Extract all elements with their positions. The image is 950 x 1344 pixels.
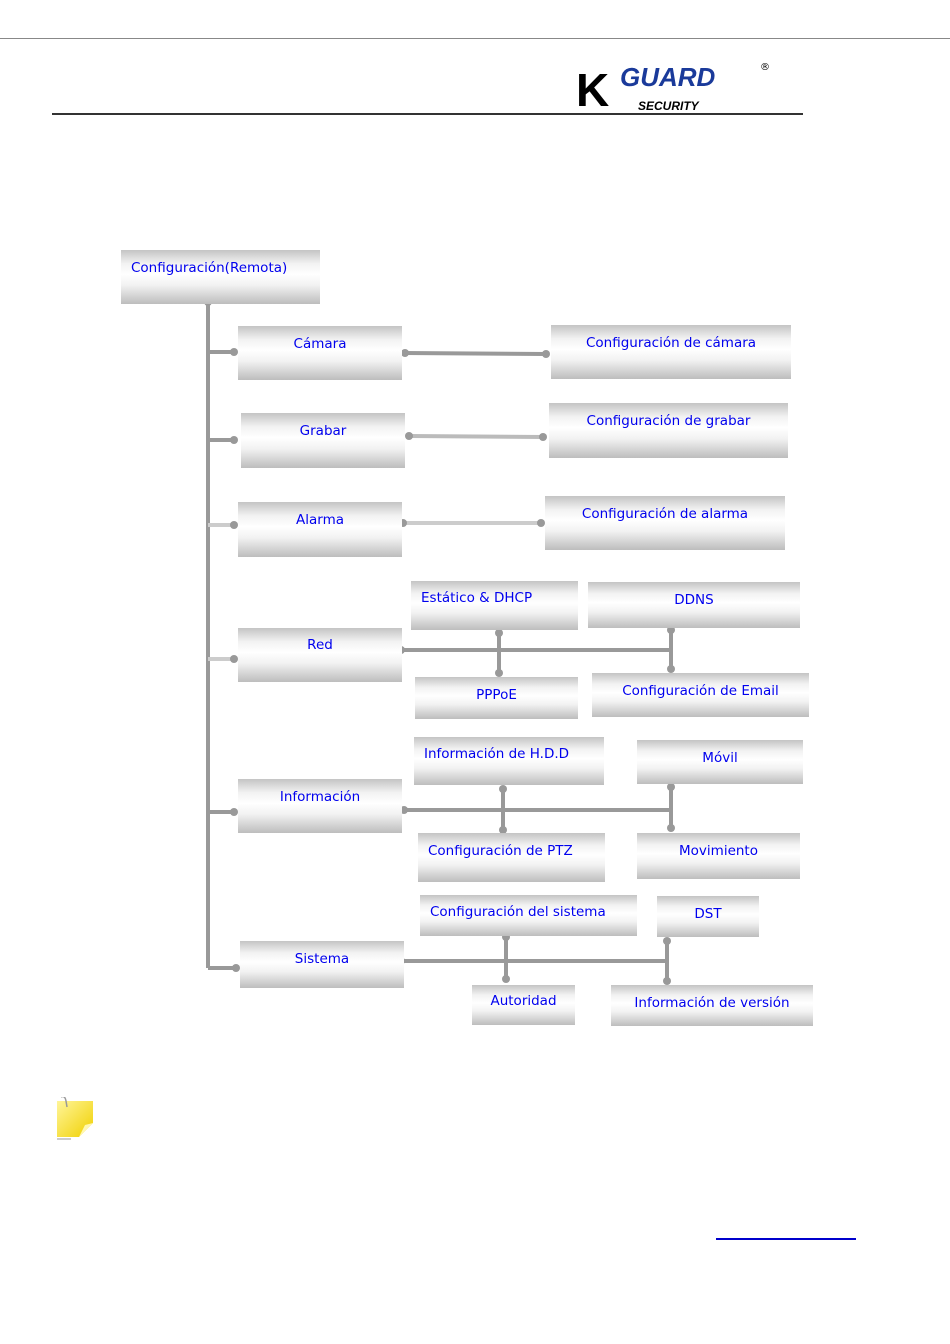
node-estatico-dhcp: Estático & DHCP bbox=[411, 581, 578, 630]
node-alarma: Alarma bbox=[238, 502, 402, 557]
node-info-hdd: Información de H.D.D bbox=[414, 737, 604, 785]
header-rule bbox=[52, 113, 803, 115]
svg-text:K: K bbox=[576, 64, 609, 114]
node-grabar: Grabar bbox=[241, 413, 405, 468]
node-red: Red bbox=[238, 628, 402, 682]
node-config-sistema: Configuración del sistema bbox=[420, 895, 637, 936]
node-dst: DST bbox=[657, 896, 759, 937]
svg-text:SECURITY: SECURITY bbox=[638, 99, 700, 113]
node-autoridad: Autoridad bbox=[472, 985, 575, 1025]
node-pppoe: PPPoE bbox=[415, 677, 578, 719]
top-divider bbox=[0, 38, 950, 39]
footer-link-underline[interactable] bbox=[716, 1238, 856, 1240]
node-config-alarma: Configuración de alarma bbox=[545, 496, 785, 550]
node-configuracion-remota: Configuración(Remota) bbox=[121, 250, 320, 304]
kguard-logo: K GUARD SECURITY ® bbox=[576, 60, 771, 116]
node-sistema: Sistema bbox=[240, 941, 404, 988]
node-movimiento: Movimiento bbox=[637, 833, 800, 879]
svg-text:GUARD: GUARD bbox=[620, 62, 716, 92]
node-config-grabar: Configuración de grabar bbox=[549, 403, 788, 458]
svg-text:®: ® bbox=[760, 62, 770, 73]
node-camara: Cámara bbox=[238, 326, 402, 380]
note-icon bbox=[55, 1095, 95, 1145]
node-informacion: Información bbox=[238, 779, 402, 833]
node-config-email: Configuración de Email bbox=[592, 673, 809, 717]
node-movil: Móvil bbox=[637, 740, 803, 784]
node-config-ptz: Configuración de PTZ bbox=[418, 833, 605, 882]
node-info-version: Información de versión bbox=[611, 985, 813, 1026]
node-ddns: DDNS bbox=[588, 582, 800, 628]
node-config-camara: Configuración de cámara bbox=[551, 325, 791, 379]
